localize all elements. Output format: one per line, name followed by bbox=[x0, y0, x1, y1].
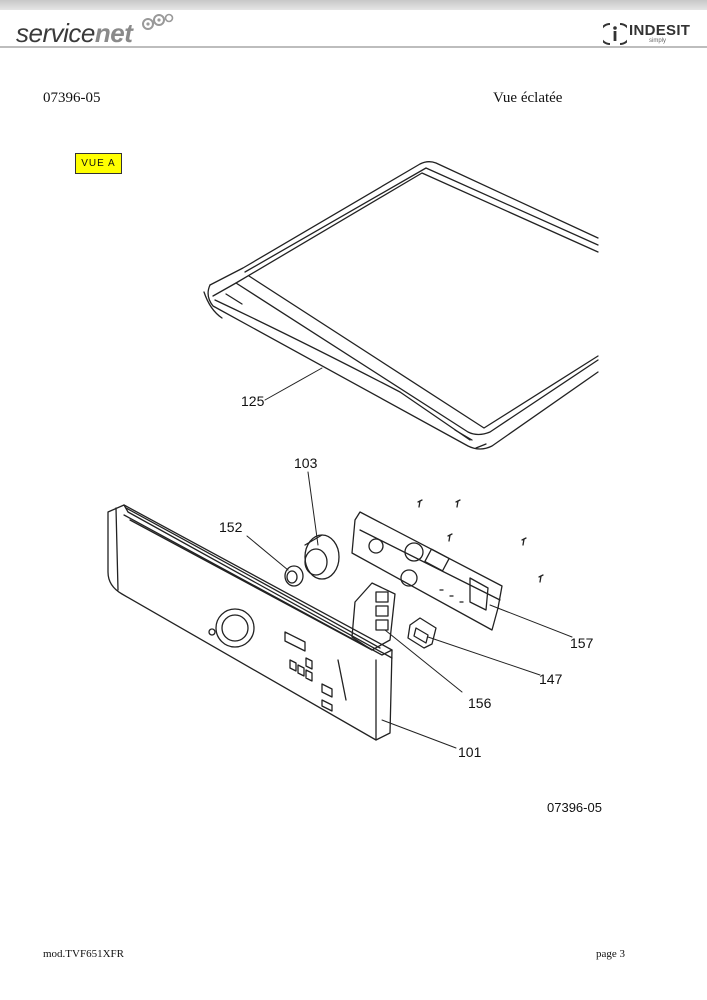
indesit-logo: INDESIT simply bbox=[599, 21, 693, 47]
callout-101: 101 bbox=[458, 744, 482, 760]
indesit-wordmark: INDESIT bbox=[629, 22, 691, 39]
screws bbox=[417, 499, 544, 583]
callout-103: 103 bbox=[294, 455, 318, 471]
footer-page: page 3 bbox=[596, 948, 626, 960]
button-block-part bbox=[351, 582, 396, 651]
footer-model: mod.TVF651XFR bbox=[43, 948, 124, 960]
callout-152: 152 bbox=[219, 519, 243, 535]
top-lid-part bbox=[203, 161, 599, 450]
header-band bbox=[0, 0, 707, 10]
gears-icon bbox=[142, 13, 174, 30]
selector-knob-part bbox=[304, 534, 340, 580]
drawing-ref: 07396-05 bbox=[547, 800, 602, 815]
leader-lines bbox=[246, 367, 573, 749]
indesit-tagline: simply bbox=[649, 38, 667, 44]
callout-156: 156 bbox=[468, 695, 492, 711]
document-ref: 07396-05 bbox=[43, 90, 101, 106]
callout-125: 125 bbox=[241, 393, 265, 409]
switch-part bbox=[407, 617, 437, 649]
view-badge: VUE A bbox=[75, 153, 122, 174]
electronic-board-part bbox=[351, 511, 503, 631]
callout-157: 157 bbox=[570, 635, 594, 651]
small-knob-part bbox=[284, 565, 304, 587]
control-panel-fascia-part bbox=[107, 504, 393, 741]
callout-147: 147 bbox=[539, 671, 563, 687]
servicenet-logo: servicenet bbox=[16, 18, 133, 48]
header-divider bbox=[0, 46, 707, 48]
document-title: Vue éclatée bbox=[493, 90, 563, 106]
